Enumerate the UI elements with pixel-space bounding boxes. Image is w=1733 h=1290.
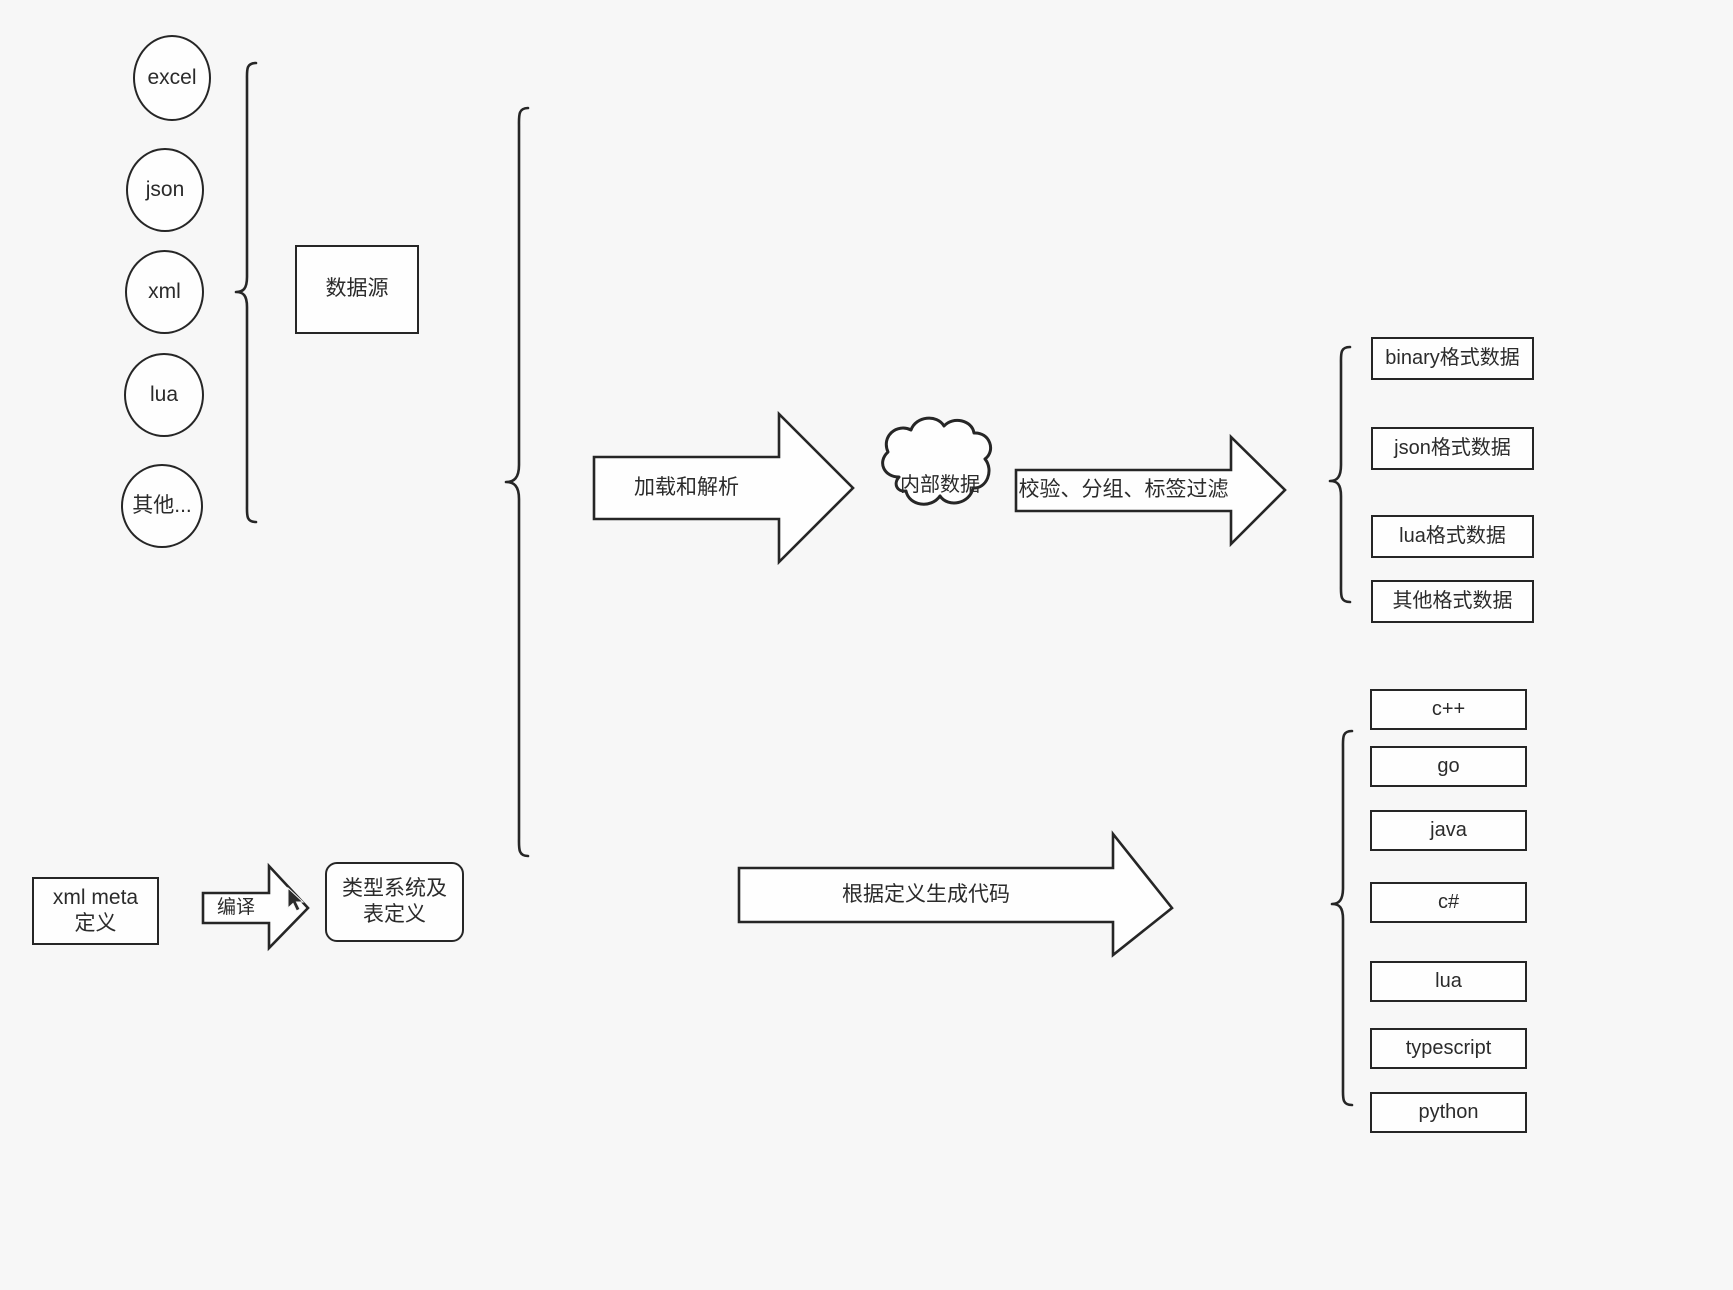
target-language-box-typescript[interactable]: typescript <box>1370 1028 1527 1069</box>
target-language-box-csharp[interactable]: c# <box>1370 882 1527 923</box>
filter-arrow <box>1014 433 1287 548</box>
output-format-label: binary格式数据 <box>1385 347 1520 369</box>
internal-data-cloud <box>881 416 993 506</box>
codegen-arrow <box>737 830 1174 958</box>
source-node-excel[interactable]: excel <box>133 35 211 121</box>
source-node-xml[interactable]: xml <box>125 250 204 334</box>
target-language-box-lua[interactable]: lua <box>1370 961 1527 1002</box>
mouse-cursor-icon <box>287 886 305 912</box>
target-language-label: typescript <box>1405 1037 1492 1059</box>
target-language-label: python <box>1418 1101 1479 1123</box>
target-language-label: go <box>1437 755 1460 777</box>
target-language-box-cpp[interactable]: c++ <box>1370 689 1527 730</box>
type-system-box[interactable]: 类型系统及表定义 <box>325 862 464 942</box>
output-format-box-binary[interactable]: binary格式数据 <box>1371 337 1534 380</box>
source-node-label: json <box>145 177 185 201</box>
source-node-label: 其他... <box>132 493 192 517</box>
output-format-label: json格式数据 <box>1394 437 1511 459</box>
target-language-box-go[interactable]: go <box>1370 746 1527 787</box>
output-format-box-json[interactable]: json格式数据 <box>1371 427 1534 470</box>
type-system-label: 类型系统及表定义 <box>342 876 447 926</box>
output-format-box-other[interactable]: 其他格式数据 <box>1371 580 1534 623</box>
target-language-box-java[interactable]: java <box>1370 810 1527 851</box>
source-node-other[interactable]: 其他... <box>121 464 203 548</box>
source-node-label: excel <box>147 65 197 89</box>
source-node-json[interactable]: json <box>126 148 204 232</box>
xml-meta-definition-label: xml meta定义 <box>52 885 139 935</box>
source-node-label: lua <box>149 382 179 406</box>
load-parse-arrow <box>592 410 855 566</box>
source-node-lua[interactable]: lua <box>124 353 204 437</box>
source-node-label: xml <box>148 279 181 303</box>
languages-brace <box>1330 729 1354 1107</box>
xml-meta-definition-box[interactable]: xml meta定义 <box>32 877 159 945</box>
output-format-box-lua[interactable]: lua格式数据 <box>1371 515 1534 558</box>
pipeline-brace <box>504 106 530 858</box>
target-language-box-python[interactable]: python <box>1370 1092 1527 1133</box>
data-source-label: 数据源 <box>325 277 389 301</box>
sources-brace <box>234 61 258 524</box>
output-format-label: lua格式数据 <box>1399 525 1506 547</box>
output-format-label: 其他格式数据 <box>1392 590 1513 612</box>
target-language-label: lua <box>1435 970 1462 992</box>
target-language-label: c# <box>1437 891 1460 913</box>
data-source-box[interactable]: 数据源 <box>295 245 419 334</box>
target-language-label: c++ <box>1431 698 1466 720</box>
compile-arrow <box>201 862 310 952</box>
formats-brace <box>1328 345 1352 604</box>
target-language-label: java <box>1430 819 1467 841</box>
